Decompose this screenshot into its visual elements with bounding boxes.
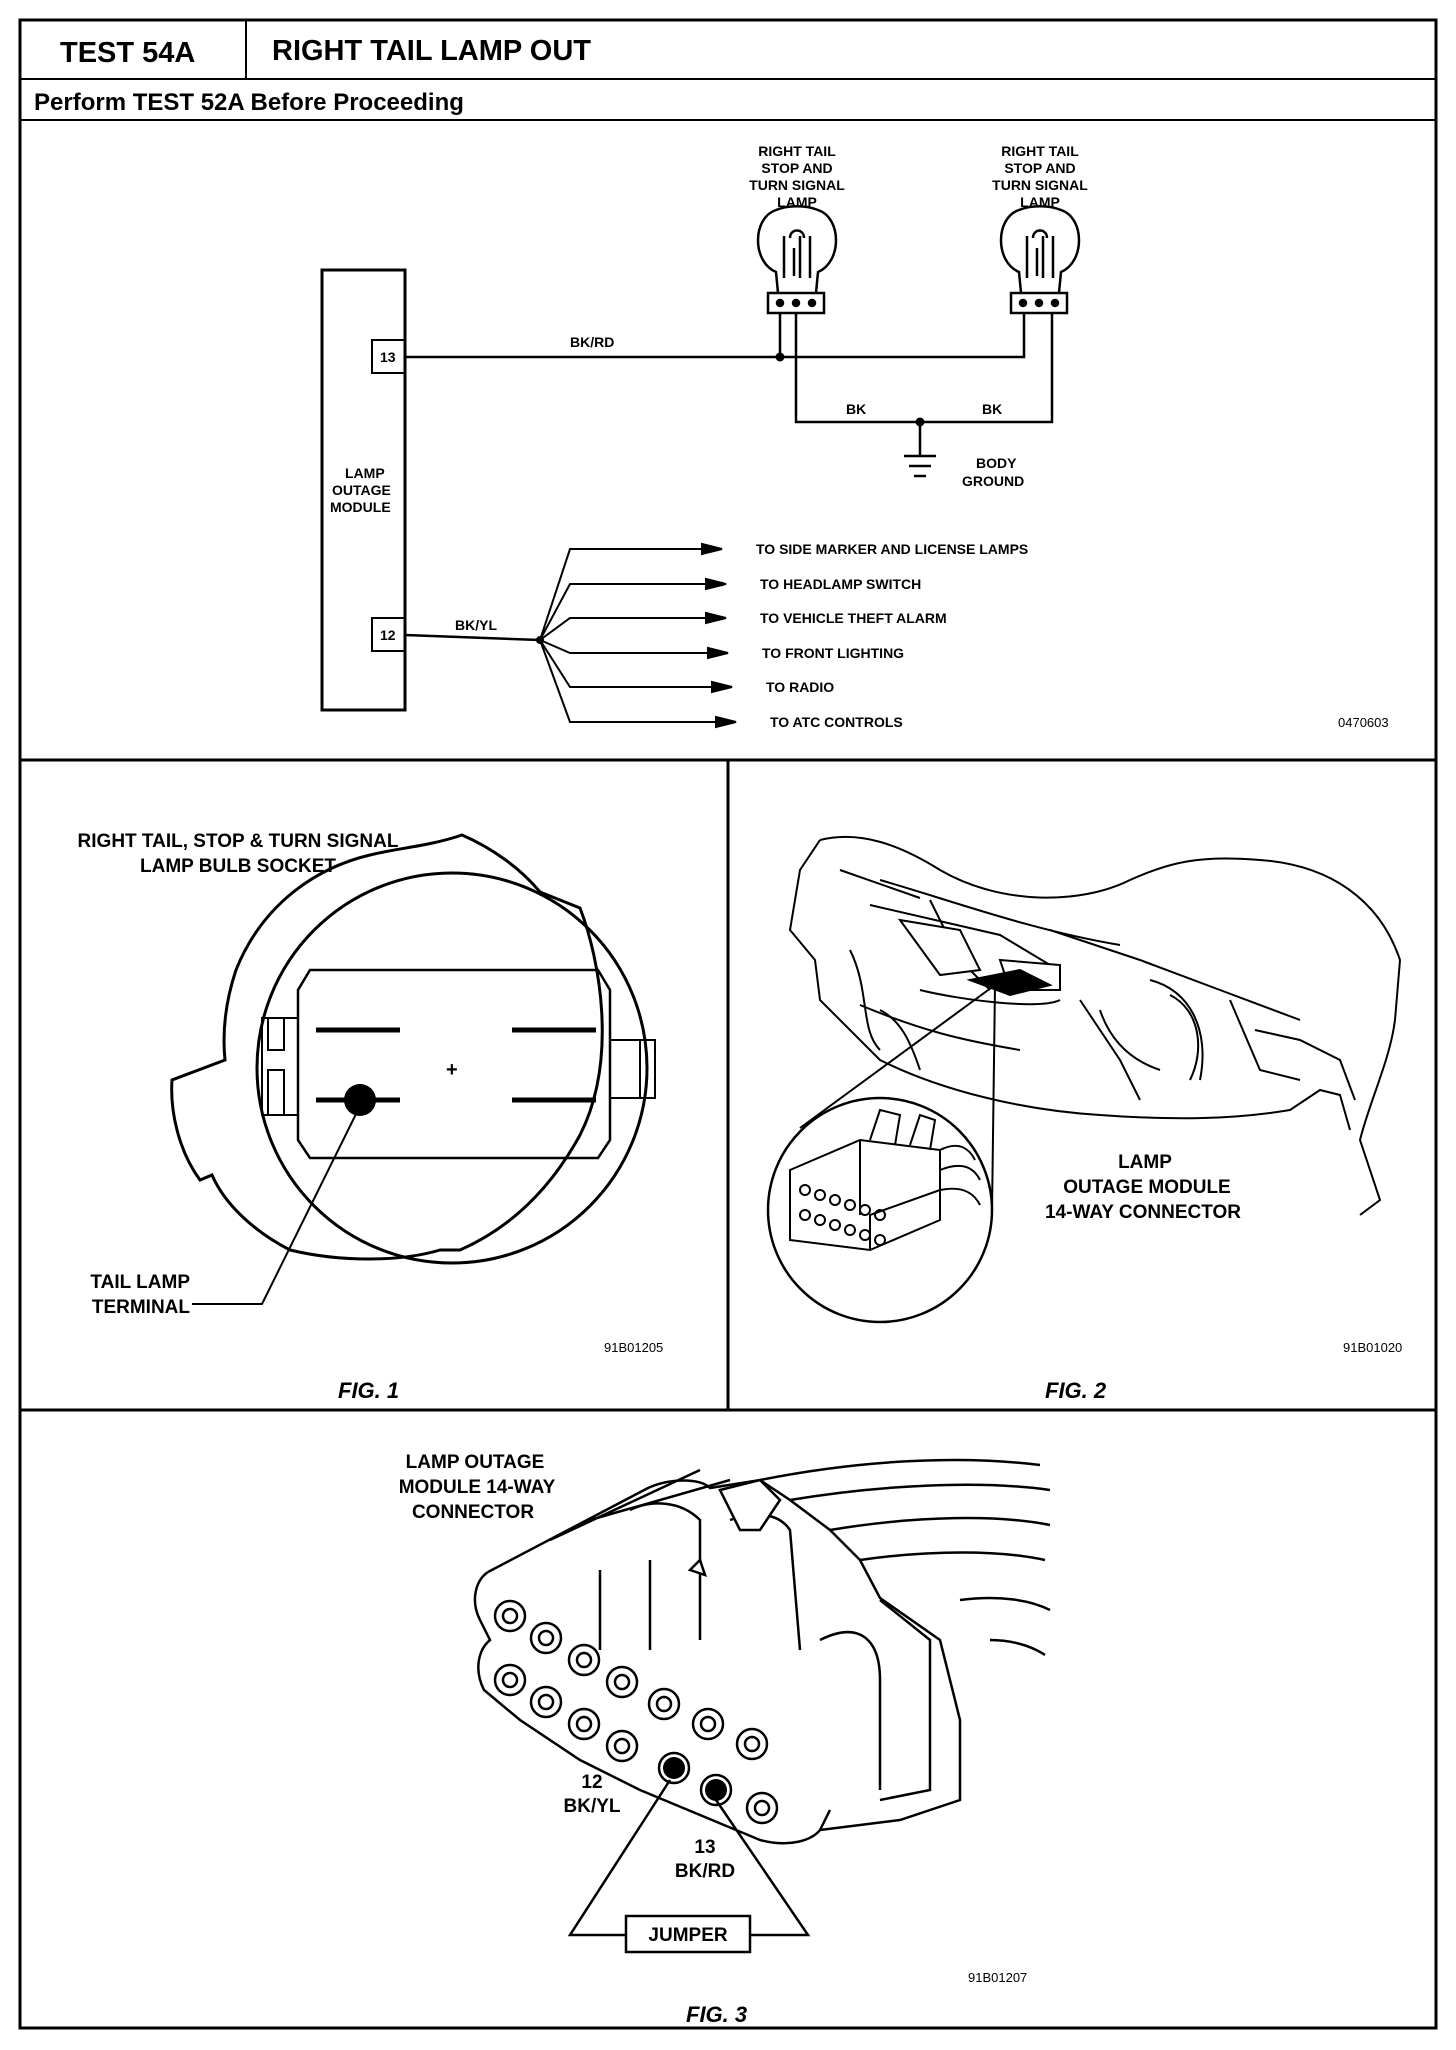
fig1-title-line2: LAMP BULB SOCKET <box>140 856 336 877</box>
schematic-code: 0470603 <box>1338 715 1389 730</box>
bulb-base-rim <box>261 1017 656 1116</box>
wire-label-bkrd: BK/RD <box>570 334 614 350</box>
lamp-left-symbol <box>756 205 838 315</box>
lamp-outage-module-location <box>966 968 1053 997</box>
fig1-code: 91B01205 <box>604 1340 663 1355</box>
lamp-left-label-3: TURN SIGNAL <box>749 177 845 193</box>
destination-6: TO ATC CONTROLS <box>770 714 903 730</box>
destination-4: TO FRONT LIGHTING <box>762 645 904 661</box>
wire-label-bkyl: BK/YL <box>455 617 497 633</box>
module-pin-13: 13 <box>380 349 396 365</box>
lamp-right-label-1: RIGHT TAIL <box>1001 143 1079 159</box>
fig1-socket-view: RIGHT TAIL, STOP & TURN SIGNAL LAMP BULB… <box>78 831 664 1403</box>
pin-12-highlight <box>663 1757 685 1779</box>
tail-lamp-terminal-dot <box>344 1084 376 1116</box>
fanout-branch <box>539 639 732 688</box>
ground-label-1: BODY <box>976 455 1017 471</box>
module-label-line1: LAMP <box>345 465 385 481</box>
destination-2: TO HEADLAMP SWITCH <box>760 576 921 592</box>
lamp-left-label-2: STOP AND <box>761 160 832 176</box>
arrowhead <box>705 611 727 625</box>
fig2-callout-line2: OUTAGE MODULE <box>1063 1177 1230 1198</box>
arrowhead <box>707 646 729 660</box>
lamp-outage-module <box>320 268 407 712</box>
pin12-wire: BK/YL <box>564 1796 621 1817</box>
fanout-branch <box>539 583 726 641</box>
wire-bkyl <box>404 633 541 642</box>
fig3-title-line2: MODULE 14-WAY <box>399 1477 556 1498</box>
wire-bk-ground <box>794 313 1054 456</box>
fanout-branches <box>539 542 737 729</box>
fanout-branch <box>539 617 726 641</box>
jumper-leads <box>567 1779 811 1937</box>
socket-inner-ring <box>255 871 649 1265</box>
arrowhead <box>701 542 723 556</box>
arrowhead <box>711 680 733 694</box>
socket-flange <box>170 833 604 1261</box>
fig1-caption: FIG. 1 <box>338 1378 399 1403</box>
fig1-title-line1: RIGHT TAIL, STOP & TURN SIGNAL <box>78 831 399 852</box>
fig3-code: 91B01207 <box>968 1970 1027 1985</box>
fig2-callout-line1: LAMP <box>1118 1152 1172 1173</box>
pin13-number: 13 <box>694 1837 715 1858</box>
fig3-caption: FIG. 3 <box>686 2002 747 2027</box>
wire-label-bk-left: BK <box>846 401 866 417</box>
splice-bkrd <box>775 352 785 362</box>
fig3-title-line3: CONNECTOR <box>412 1502 534 1523</box>
module-pin-12: 12 <box>380 627 396 643</box>
socket-center-mark: + <box>446 1059 458 1081</box>
lamp-right-label-3: TURN SIGNAL <box>992 177 1088 193</box>
ground-label-2: GROUND <box>962 473 1024 489</box>
lamp-right-symbol <box>999 205 1081 315</box>
arrowhead <box>705 577 727 591</box>
jumper-box <box>624 1914 752 1954</box>
lamp-right-label-2: STOP AND <box>1004 160 1075 176</box>
module-pin-12-box <box>371 617 406 652</box>
module-label-line2: OUTAGE <box>332 482 391 498</box>
test-id: TEST 54A <box>60 37 195 69</box>
bulb-base <box>296 968 612 1160</box>
prerequisite-text: Perform TEST 52A Before Proceeding <box>34 89 464 116</box>
page-frame <box>18 18 1438 2030</box>
callout-tail-lamp: TAIL LAMP <box>90 1272 190 1293</box>
terminal-leader <box>192 1109 359 1305</box>
lamp-left-label-1: RIGHT TAIL <box>758 143 836 159</box>
wiring-schematic: 13 12 LAMP OUTAGE MODULE RIGHT TAIL STOP… <box>320 143 1389 730</box>
destination-5: TO RADIO <box>766 679 834 695</box>
test-title: RIGHT TAIL LAMP OUT <box>272 35 591 67</box>
pin12-number: 12 <box>581 1772 602 1793</box>
fanout-branch <box>539 639 728 654</box>
connector-inset-detail <box>789 1108 981 1252</box>
fig2-callout-line3: 14-WAY CONNECTOR <box>1045 1202 1241 1223</box>
splice-ground <box>915 417 925 427</box>
pin13-wire: BK/RD <box>675 1861 735 1882</box>
fig2-instrument-panel <box>766 835 1402 1324</box>
pin-13-highlight <box>705 1779 727 1801</box>
fig3-title-line1: LAMP OUTAGE <box>406 1452 545 1473</box>
fanout-branch <box>539 548 722 641</box>
fig2-code: 91B01020 <box>1343 1340 1402 1355</box>
module-label-line3: MODULE <box>330 499 391 515</box>
arrowhead <box>715 715 737 729</box>
wire-label-bk-right: BK <box>982 401 1002 417</box>
destination-3: TO VEHICLE THEFT ALARM <box>760 610 947 626</box>
jumper-label: JUMPER <box>648 1925 727 1946</box>
wire-bkrd <box>405 312 1026 359</box>
destination-1: TO SIDE MARKER AND LICENSE LAMPS <box>756 541 1028 557</box>
fanout-branch <box>539 639 736 723</box>
body-ground-symbol <box>904 454 936 478</box>
fig3-connector-drawing <box>473 1458 1051 1845</box>
callout-terminal: TERMINAL <box>92 1297 191 1318</box>
fig2-caption: FIG. 2 <box>1045 1378 1107 1403</box>
